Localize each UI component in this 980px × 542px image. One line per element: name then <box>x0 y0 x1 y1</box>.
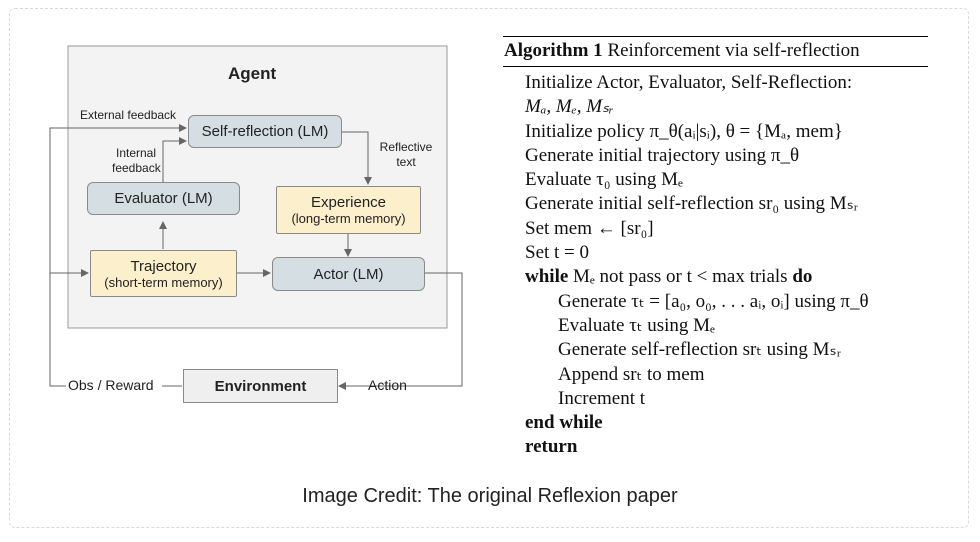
experience-label: Experience <box>310 194 387 211</box>
trajectory-label: Trajectory <box>130 257 197 275</box>
evaluator-box: Evaluator (LM) <box>87 182 240 215</box>
figure-frame <box>9 8 969 528</box>
algo-line: Mₐ, Mₑ, Mₛᵣ <box>525 96 614 118</box>
algorithm-block: Algorithm 1 Reinforcement via self-refle… <box>503 36 928 460</box>
actor-label: Actor (LM) <box>313 265 384 283</box>
algo-line: Initialize Actor, Evaluator, Self-Reflec… <box>525 72 853 93</box>
algo-line: Append srₜ to mem <box>558 363 705 385</box>
algorithm-body: Initialize Actor, Evaluator, Self-Reflec… <box>503 67 928 460</box>
algo-loop-body: Generate τₜ = [a₀, o₀, . . . aᵢ, oᵢ] usi… <box>525 290 928 411</box>
self-reflection-box: Self-reflection (LM) <box>188 115 342 148</box>
reflective-text-label: Reflective text <box>379 140 433 169</box>
internal-feedback-arrow <box>162 137 187 182</box>
algo-line: Set t = 0 <box>525 242 590 264</box>
algo-line: Initialize policy π_θ(aᵢ|sᵢ), θ = {Mₐ, m… <box>525 120 843 142</box>
experience-sublabel: (long-term memory) <box>291 211 406 226</box>
algo-line: Generate initial self-reflection sr₀ usi… <box>525 193 859 215</box>
algo-line: Evaluate τ₀ using Mₑ <box>525 169 683 191</box>
algo-end-while: end while <box>525 412 603 434</box>
environment-box: Environment <box>183 369 338 403</box>
internal-feedback-label: Internal feedback <box>112 146 161 175</box>
image-caption: Image Credit: The original Reflexion pap… <box>302 485 678 507</box>
self-reflection-label: Self-reflection (LM) <box>201 123 329 140</box>
algo-return: return <box>525 436 578 458</box>
reflective-text-arrow <box>342 131 372 185</box>
agent-title: Agent <box>228 64 277 83</box>
evaluator-label: Evaluator (LM) <box>114 190 213 207</box>
experience-box: Experience (long-term memory) <box>276 186 421 234</box>
external-feedback-arrow <box>49 124 187 387</box>
action-label: Action <box>368 377 407 393</box>
action-arrow <box>338 272 463 390</box>
algorithm-title: Algorithm 1 Reinforcement via self-refle… <box>503 36 928 67</box>
algo-line: Generate τₜ = [a₀, o₀, . . . aᵢ, oᵢ] usi… <box>558 290 869 312</box>
algo-line: Generate initial trajectory using π_θ <box>525 144 800 166</box>
algo-line: Evaluate τₜ using Mₑ <box>558 314 715 336</box>
environment-label: Environment <box>214 377 307 395</box>
trajectory-box: Trajectory (short-term memory) <box>90 250 237 297</box>
trajectory-sublabel: (short-term memory) <box>104 274 223 290</box>
external-feedback-label: External feedback <box>80 108 177 122</box>
obs-reward-label: Obs / Reward <box>68 377 154 393</box>
algo-line: Generate self-reflection srₜ using Mₛᵣ <box>558 339 841 361</box>
algo-line: Increment t <box>558 387 646 409</box>
algo-line: Set mem ← [sr₀] <box>525 217 654 239</box>
actor-box: Actor (LM) <box>272 257 425 291</box>
algo-while-line: while Mₑ not pass or t < max trials do <box>525 266 813 288</box>
